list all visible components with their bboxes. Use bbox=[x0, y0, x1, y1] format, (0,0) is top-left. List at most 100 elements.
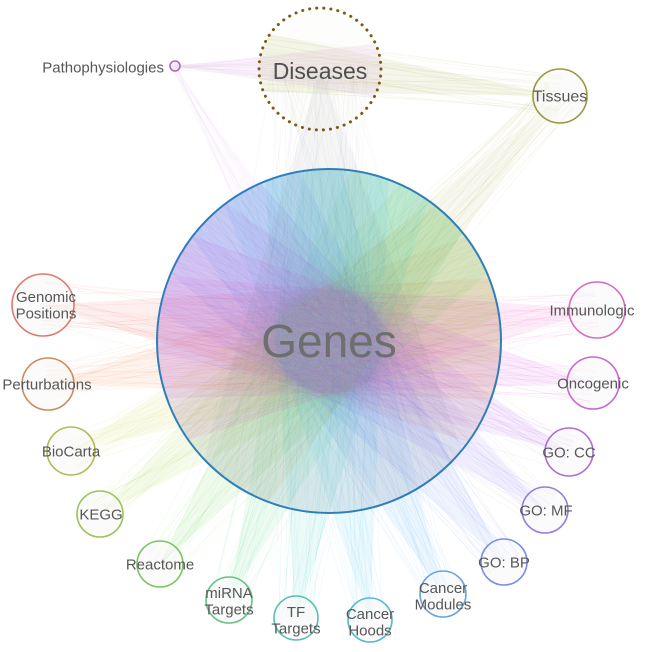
edge-line bbox=[173, 315, 598, 415]
edge-line bbox=[259, 78, 561, 97]
edge-line bbox=[169, 276, 572, 447]
edge-line bbox=[245, 69, 318, 492]
edge-line bbox=[256, 184, 366, 621]
edge-line bbox=[146, 270, 487, 554]
edge-line bbox=[221, 206, 511, 557]
edge-line bbox=[259, 183, 547, 509]
edge-line bbox=[251, 187, 518, 552]
edge-line bbox=[182, 325, 599, 433]
edge-line bbox=[260, 56, 562, 84]
edge-line bbox=[289, 173, 386, 618]
node-label-cancer-modules-line: Modules bbox=[415, 597, 472, 614]
edge-line bbox=[229, 99, 564, 482]
node-pathophysiologies[interactable] bbox=[169, 60, 181, 72]
edge-line bbox=[70, 266, 485, 450]
edge-line bbox=[239, 194, 447, 593]
edge-fan-cancer-modules bbox=[191, 168, 443, 594]
edge-line bbox=[260, 183, 460, 587]
edge-line bbox=[230, 199, 509, 559]
node-perturbations[interactable] bbox=[21, 357, 75, 411]
edge-line bbox=[233, 216, 449, 603]
edge-line bbox=[281, 175, 383, 619]
edge-line bbox=[178, 257, 593, 386]
edge-line bbox=[187, 243, 593, 388]
edge-line bbox=[262, 47, 561, 97]
node-tissues[interactable] bbox=[532, 68, 588, 124]
node-mirna-targets[interactable] bbox=[205, 576, 253, 624]
edge-line bbox=[43, 296, 493, 396]
edge-line bbox=[212, 169, 324, 594]
edge-line bbox=[338, 67, 368, 513]
edge-line bbox=[174, 66, 375, 97]
edge-line bbox=[323, 68, 410, 494]
node-go-cc[interactable] bbox=[544, 427, 594, 477]
edge-line bbox=[174, 64, 381, 73]
edge-line bbox=[198, 228, 512, 557]
edge-line bbox=[105, 237, 467, 522]
genes-node[interactable] bbox=[156, 168, 502, 514]
edge-line bbox=[240, 168, 330, 605]
edge-line bbox=[196, 88, 553, 452]
edge-line bbox=[276, 177, 517, 553]
edge-line bbox=[286, 173, 289, 617]
edge-fan-diseases bbox=[203, 69, 462, 513]
edge-line bbox=[335, 68, 368, 509]
edge-line bbox=[65, 335, 501, 438]
node-reactome[interactable] bbox=[136, 540, 184, 588]
edge-line bbox=[282, 169, 325, 617]
node-cancer-hoods[interactable] bbox=[347, 597, 393, 643]
edge-line bbox=[174, 57, 380, 68]
diseases-node[interactable] bbox=[257, 6, 383, 132]
edge-line bbox=[160, 375, 593, 388]
edge-line bbox=[176, 261, 553, 501]
edge-line bbox=[215, 176, 382, 596]
edge-line bbox=[171, 271, 537, 522]
edge-line bbox=[174, 63, 378, 89]
edge-line bbox=[171, 67, 417, 490]
genes-label-line: Genes bbox=[261, 315, 397, 367]
node-immunologic[interactable] bbox=[568, 281, 626, 339]
node-label-go-mf: GO: MF bbox=[519, 502, 572, 519]
edge-line bbox=[323, 169, 452, 591]
edge-line bbox=[41, 316, 493, 394]
edge-line bbox=[41, 316, 497, 381]
edge-line bbox=[165, 241, 470, 569]
edge-line bbox=[280, 175, 450, 592]
edge-line bbox=[95, 274, 488, 509]
edge-line bbox=[158, 318, 591, 402]
edge-line bbox=[281, 70, 402, 497]
edge-line bbox=[245, 190, 374, 620]
edge-fan-kegg bbox=[100, 184, 500, 514]
node-biocarta[interactable] bbox=[46, 426, 96, 476]
node-genomic-positions[interactable] bbox=[11, 273, 75, 337]
node-go-mf[interactable] bbox=[521, 486, 569, 534]
edge-line bbox=[156, 290, 595, 342]
edge-line bbox=[45, 364, 500, 367]
edge-line bbox=[91, 288, 494, 503]
node-oncogenic[interactable] bbox=[566, 356, 620, 410]
edge-line bbox=[160, 304, 596, 371]
edge-line bbox=[265, 97, 562, 502]
edge-line bbox=[314, 169, 440, 596]
edge-line bbox=[92, 202, 433, 505]
edge-line bbox=[160, 229, 461, 565]
edge-line bbox=[174, 69, 380, 85]
edge-line bbox=[306, 69, 361, 511]
edge-line bbox=[353, 67, 357, 512]
edge-line bbox=[42, 304, 501, 354]
node-tf-targets[interactable] bbox=[273, 595, 319, 641]
node-go-bp[interactable] bbox=[480, 538, 528, 586]
edge-line bbox=[109, 191, 416, 527]
edge-line bbox=[291, 172, 387, 618]
node-label-cancer-modules-line: Cancer bbox=[419, 580, 467, 597]
edge-line bbox=[304, 197, 425, 620]
edge-line bbox=[39, 303, 497, 330]
node-cancer-modules[interactable] bbox=[419, 570, 467, 618]
edge-line bbox=[264, 42, 560, 103]
node-label-go-bp: GO: BP bbox=[478, 554, 530, 571]
node-kegg[interactable] bbox=[76, 490, 124, 538]
edge-line bbox=[305, 169, 313, 620]
edge-line bbox=[271, 70, 293, 510]
